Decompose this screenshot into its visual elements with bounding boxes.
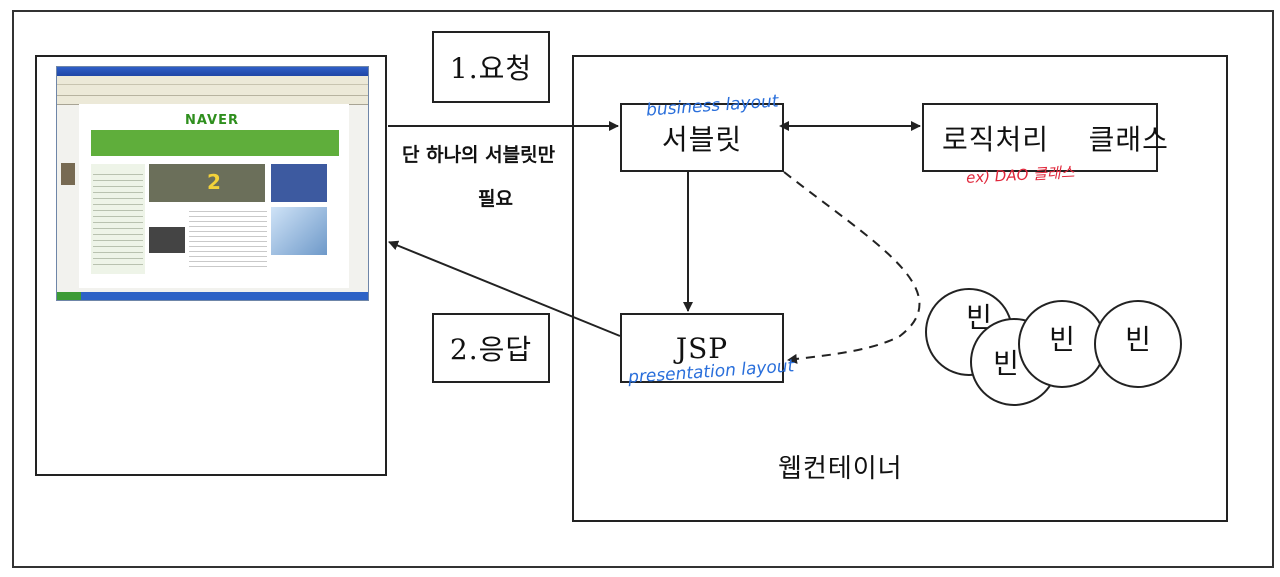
browser-titlebar (57, 67, 368, 76)
request-label: 1.요청 (449, 52, 533, 85)
naver-left-links (93, 169, 143, 269)
naver-banner: 2 (149, 164, 265, 202)
jsp-label: JSP (675, 331, 729, 365)
logic-class-box: 로직처리 클래스 (922, 103, 1168, 172)
web-container-label: 웹컨테이너 (778, 454, 903, 484)
browser-menubar (57, 76, 368, 85)
servlet-label: 서블릿 (661, 122, 743, 156)
bean-label-4: 빈 (1125, 323, 1151, 356)
naver-side-banner (271, 164, 327, 202)
naver-news-text (189, 207, 267, 267)
naver-logo: NAVER (185, 113, 240, 128)
naver-ad-image (271, 207, 327, 255)
single-servlet-note: 단 하나의 서블릿만 (402, 144, 556, 166)
bean-circle-3: 빈 (1018, 300, 1106, 388)
bean-circle-4: 빈 (1094, 300, 1182, 388)
naver-banner-number: 2 (207, 170, 221, 194)
bean-dashed-link (783, 171, 921, 364)
windows-start-button (57, 292, 81, 300)
response-box: 2.응답 (432, 313, 550, 383)
browser-toolbar (57, 85, 368, 96)
response-label: 2.응답 (449, 333, 533, 366)
response-arrow (388, 240, 621, 337)
servlet-box: 서블릿 (620, 103, 784, 172)
logic-class-label: 로직처리 클래스 (942, 122, 1169, 156)
bean-label-2: 빈 (993, 347, 1019, 380)
naver-search-bar (91, 130, 339, 156)
bean-label-3: 빈 (1049, 323, 1075, 356)
request-box: 1.요청 (432, 31, 550, 103)
single-servlet-note-2: 필요 (478, 188, 513, 210)
diagram-frame (12, 10, 1274, 568)
jsp-box: JSP (620, 313, 784, 383)
browser-side-thumbnail (61, 163, 75, 185)
browser-screenshot: NAVER 2 (56, 66, 369, 301)
windows-taskbar (57, 292, 368, 300)
naver-news-photo (149, 227, 185, 253)
